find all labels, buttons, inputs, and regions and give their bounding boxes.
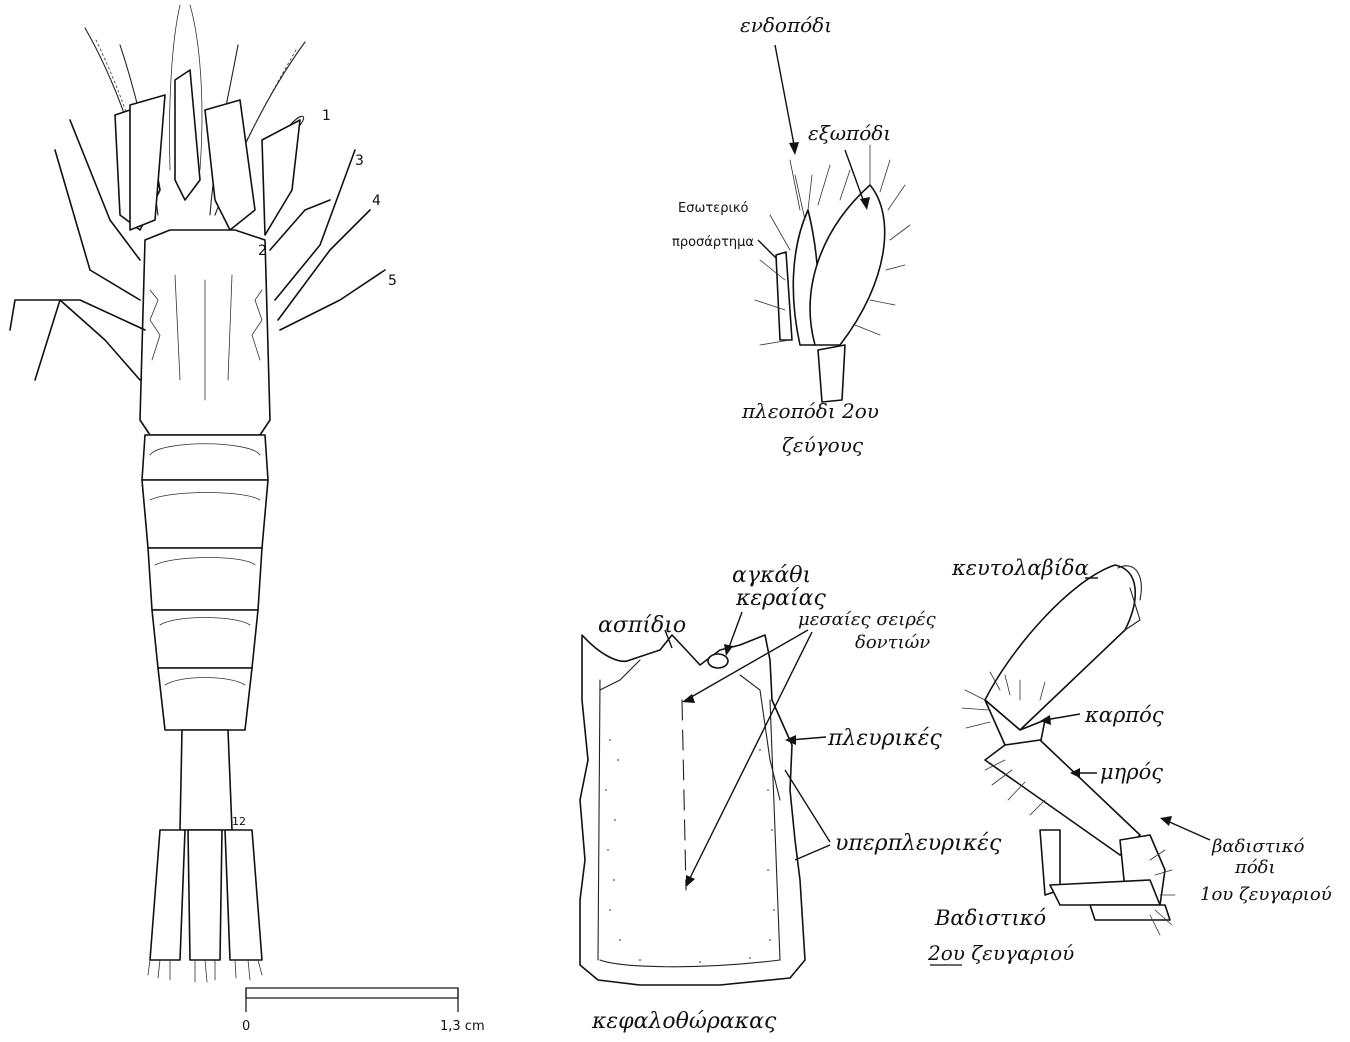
leg-number-2: 2 bbox=[258, 243, 267, 259]
exopod bbox=[810, 185, 885, 345]
label-median-rows-2: δοντιών bbox=[855, 632, 930, 653]
carapace-outline bbox=[580, 635, 805, 985]
label-supralateral: υπερπλευρικές bbox=[835, 831, 1002, 856]
scale-start: 0 bbox=[242, 1019, 250, 1034]
uropod-left bbox=[150, 830, 185, 960]
whole-animal-drawing: 1 2 3 4 5 12 0 1,3 cm bbox=[10, 5, 485, 1034]
leg-number-1: 1 bbox=[322, 108, 331, 124]
pleopod-peduncle bbox=[818, 345, 845, 402]
carapace-caption: κεφαλοθώρακας bbox=[591, 1009, 777, 1034]
label-walking-leg-2-a: Βαδιστικό bbox=[934, 906, 1046, 930]
scale-end: 1,3 cm bbox=[440, 1019, 485, 1034]
tail-mark: 12 bbox=[232, 815, 246, 828]
label-exopod: εξωπόδι bbox=[808, 121, 891, 145]
label-appendix-interna-1: Εσωτερικό bbox=[678, 201, 749, 216]
label-acute-spine-2: κεραίας bbox=[735, 586, 827, 611]
cheliped-right bbox=[262, 120, 300, 235]
walking-leg-drawing: κευτολαβίδα καρπός μηρός βαδιστικό πόδι … bbox=[927, 556, 1332, 965]
uropod-right bbox=[225, 830, 262, 960]
appendix-interna bbox=[776, 252, 792, 340]
pleopod-caption-2: ζεύγους bbox=[782, 433, 864, 457]
leg-number-3: 3 bbox=[355, 153, 364, 169]
abdomen-segment-2 bbox=[142, 480, 268, 548]
rostrum bbox=[175, 70, 200, 200]
scale-bar bbox=[246, 988, 458, 998]
telson bbox=[188, 830, 222, 960]
label-lateral: πλευρικές bbox=[827, 726, 942, 751]
pleopod-drawing: ενδοπόδι εξωπόδι Εσωτερικό προσάρτημα πλ… bbox=[672, 13, 910, 457]
label-walking-leg-2-b: 2ου ζευγαριού bbox=[927, 941, 1074, 965]
label-appendix-interna-2: προσάρτημα bbox=[672, 235, 754, 250]
pleopod-caption-1: πλεοπόδι 2ου bbox=[741, 399, 879, 423]
merus bbox=[985, 740, 1140, 855]
label-acute-spine-1: αγκάθι bbox=[732, 563, 811, 588]
cheliped-left bbox=[130, 95, 165, 230]
abdomen-segment-1 bbox=[142, 435, 268, 480]
label-median-rows-1: μεσαίες σειρές bbox=[798, 609, 937, 630]
leg-number-5: 5 bbox=[388, 273, 397, 289]
label-walking-leg-1-a: βαδιστικό bbox=[1211, 836, 1305, 857]
scaphocerite-right bbox=[205, 100, 255, 230]
label-carpus: καρπός bbox=[1084, 703, 1164, 727]
label-endopod: ενδοπόδι bbox=[740, 13, 832, 37]
abdomen-segment-4 bbox=[152, 610, 258, 668]
label-walking-leg-1-b: πόδι bbox=[1234, 857, 1276, 878]
label-merus: μηρός bbox=[1100, 760, 1163, 784]
abdomen-segment-6 bbox=[180, 730, 232, 830]
label-walking-leg-1-c: 1ου ζευγαριού bbox=[1200, 884, 1332, 905]
label-rostrum: ασπίδιο bbox=[598, 613, 686, 638]
label-chela: κευτολαβίδα bbox=[951, 556, 1089, 580]
antennal-spine bbox=[708, 654, 728, 668]
leg-number-4: 4 bbox=[372, 193, 381, 209]
